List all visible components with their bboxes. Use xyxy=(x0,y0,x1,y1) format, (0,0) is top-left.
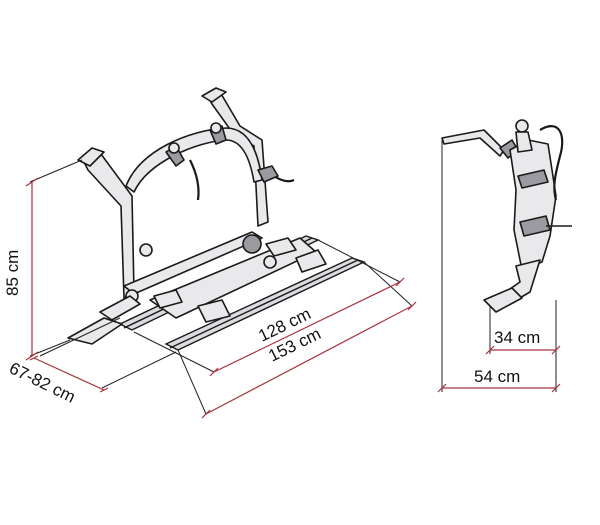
wheel-holder-4 xyxy=(295,249,327,273)
strap-clamp xyxy=(257,165,279,183)
wheel-holder-1 xyxy=(153,289,183,309)
bike-rack-perspective xyxy=(67,87,366,351)
dimension-lines xyxy=(25,177,417,419)
extension-lines xyxy=(29,159,413,415)
left-foot xyxy=(67,317,123,345)
bike-rack-side-view xyxy=(441,119,572,313)
upper-arch xyxy=(125,127,263,193)
side-extension-lines xyxy=(441,140,557,392)
side-holder-post xyxy=(515,131,533,153)
ext-153-right xyxy=(363,261,413,307)
ext-height-top xyxy=(29,159,83,183)
side-strap xyxy=(539,125,564,201)
side-clamp-upper xyxy=(517,169,549,189)
rail-front-groove xyxy=(169,259,359,349)
ext-128-left xyxy=(133,331,215,373)
strap-1 xyxy=(189,159,200,201)
label-height: 85 cm xyxy=(3,250,22,296)
wheel-holder-3 xyxy=(265,237,297,257)
dim-depth xyxy=(33,357,105,391)
dim-128 xyxy=(213,281,401,373)
knob-right xyxy=(210,122,222,134)
left-foot-mount xyxy=(99,295,141,321)
right-top-bracket xyxy=(201,87,227,103)
label-depth-range: 67-82 cm xyxy=(6,359,78,407)
side-top-arm xyxy=(441,129,505,157)
side-foot xyxy=(483,287,523,313)
knob-left xyxy=(168,142,180,154)
ext-128-right xyxy=(317,239,401,283)
label-side-depth: 54 cm xyxy=(474,367,520,386)
left-frame-tube xyxy=(81,149,135,299)
side-clamp-lower xyxy=(519,215,551,237)
ext-depth-front xyxy=(101,351,177,389)
wheel-holder-2 xyxy=(197,299,231,323)
bolt-1 xyxy=(139,243,153,257)
label-side-offset: 34 cm xyxy=(494,328,540,347)
hub-disc xyxy=(242,234,262,254)
dim-153 xyxy=(205,305,413,415)
right-frame-tube xyxy=(205,91,269,227)
ext-depth xyxy=(39,317,121,357)
bolt-3 xyxy=(263,255,277,269)
left-top-bracket xyxy=(77,147,105,167)
side-main-body xyxy=(509,139,557,271)
ext-153-left xyxy=(177,349,207,415)
side-dimension-lines xyxy=(437,345,561,393)
side-knob xyxy=(515,119,529,133)
